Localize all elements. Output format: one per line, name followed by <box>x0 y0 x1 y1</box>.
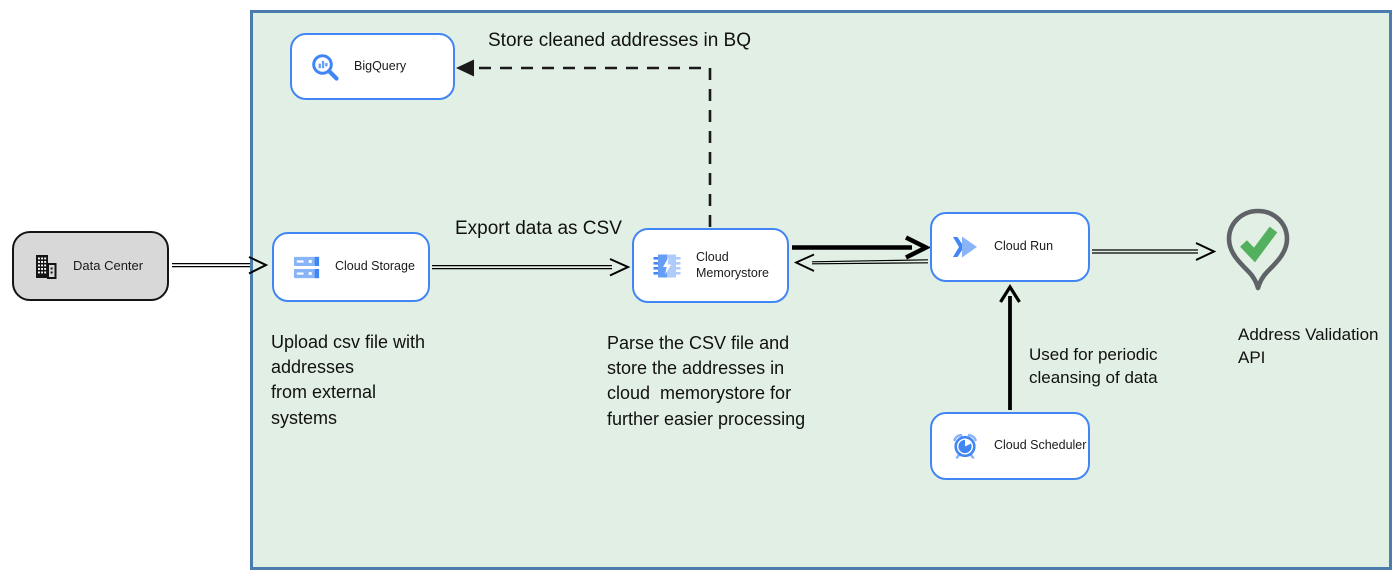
annotation-store-cleaned-addresses[interactable]: Store cleaned addresses in BQ <box>488 30 751 51</box>
cloud-storage-icon <box>292 253 321 282</box>
cloud-memorystore-node[interactable]: Cloud Memorystore <box>632 228 789 303</box>
bigquery-label: BigQuery <box>354 58 407 73</box>
cloud-run-node[interactable]: Cloud Run <box>930 212 1090 282</box>
annotation-upload-csv[interactable]: Upload csv file with addresses from exte… <box>271 332 426 428</box>
cloud-scheduler-label: Cloud Scheduler <box>994 438 1087 453</box>
annotation-parse-csv[interactable]: Parse the CSV file and store the address… <box>607 333 806 429</box>
arrow-datacenter-to-storage[interactable] <box>172 256 269 275</box>
bigquery-node[interactable]: BigQuery <box>290 33 455 100</box>
annotation-export-data-csv[interactable]: Export data as CSV <box>455 218 622 239</box>
data-center-label: Data Center <box>73 257 144 273</box>
system-boundary-container[interactable] <box>250 10 1392 570</box>
bigquery-icon <box>310 52 340 82</box>
memorystore-chip-icon <box>652 251 682 281</box>
address-validation-api-label: Address Validation API <box>1238 325 1379 367</box>
arrow-run-to-memorystore[interactable] <box>793 253 929 272</box>
arrow-scheduler-to-run[interactable] <box>999 284 1021 410</box>
map-pin-check-icon[interactable] <box>1222 206 1294 310</box>
cloud-storage-node[interactable]: Cloud Storage <box>272 232 430 302</box>
arrow-storage-to-memorystore[interactable] <box>432 258 631 277</box>
arrow-run-to-address-api[interactable] <box>1092 242 1217 261</box>
cloud-run-icon <box>950 232 980 262</box>
building-icon <box>32 253 59 280</box>
arrow-memorystore-to-run[interactable] <box>792 235 932 260</box>
cloud-run-label: Cloud Run <box>994 239 1054 254</box>
cloud-memorystore-label: Cloud Memorystore <box>696 249 769 280</box>
scheduler-clock-icon <box>950 431 980 461</box>
cloud-scheduler-node[interactable]: Cloud Scheduler <box>930 412 1090 480</box>
cloud-storage-label: Cloud Storage <box>335 259 415 274</box>
data-center-node[interactable]: Data Center <box>12 231 169 301</box>
annotation-periodic-cleansing[interactable]: Used for periodic cleansing of data <box>1029 345 1158 387</box>
arrow-memorystore-to-bigquery-dashed[interactable] <box>456 59 712 228</box>
